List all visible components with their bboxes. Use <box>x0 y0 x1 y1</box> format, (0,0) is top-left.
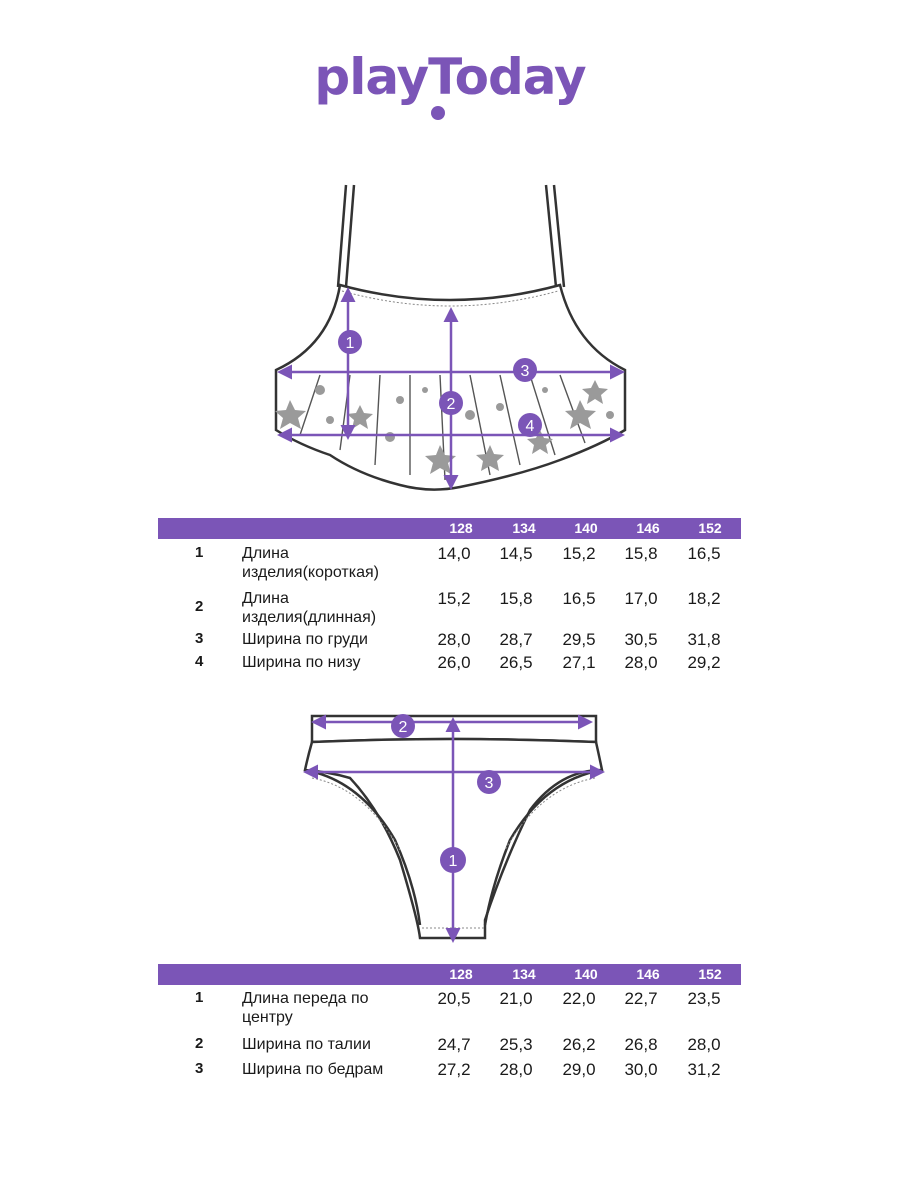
value: 28,0 <box>687 1035 721 1054</box>
value: 17,0 <box>624 589 658 608</box>
value: 14,0 <box>437 544 471 563</box>
size-146: 146 <box>636 966 660 982</box>
row-number: 3 <box>195 630 204 647</box>
row-number: 4 <box>195 653 204 670</box>
value: 18,2 <box>687 589 721 608</box>
svg-text:3: 3 <box>521 363 530 380</box>
value: 25,3 <box>499 1035 533 1054</box>
value: 28,0 <box>499 1060 533 1079</box>
row-number: 1 <box>195 989 204 1006</box>
row-label: Ширина по бедрам <box>242 1061 384 1078</box>
size-152: 152 <box>698 520 722 536</box>
value: 26,8 <box>624 1035 658 1054</box>
value: 15,2 <box>562 544 596 563</box>
value: 30,0 <box>624 1060 658 1079</box>
value: 15,2 <box>437 589 471 608</box>
logo-dot <box>431 106 445 120</box>
value: 31,2 <box>687 1060 721 1079</box>
marker-3: 3 <box>477 770 501 794</box>
marker-1: 1 <box>338 330 362 354</box>
value: 16,5 <box>562 589 596 608</box>
value: 29,2 <box>687 653 721 672</box>
value: 24,7 <box>437 1035 471 1054</box>
size-152: 152 <box>698 966 722 982</box>
value: 23,5 <box>687 989 721 1008</box>
svg-text:2: 2 <box>447 396 456 413</box>
svg-text:2: 2 <box>399 719 408 736</box>
value: 15,8 <box>624 544 658 563</box>
row-number: 2 <box>195 1035 204 1052</box>
value: 22,0 <box>562 989 596 1008</box>
svg-text:3: 3 <box>485 775 494 792</box>
row-number: 3 <box>195 1060 204 1077</box>
value: 28,0 <box>437 630 471 649</box>
value: 15,8 <box>499 589 533 608</box>
row-label: Ширина по низу <box>242 654 361 671</box>
value: 21,0 <box>499 989 533 1008</box>
row-number: 1 <box>195 544 204 561</box>
row-label: Длина изделия(короткая) <box>242 545 379 581</box>
size-146: 146 <box>636 520 660 536</box>
size-128: 128 <box>449 520 473 536</box>
row-label: Ширина по талии <box>242 1036 371 1053</box>
svg-text:1: 1 <box>449 853 458 870</box>
brand-logo: playToday <box>314 48 586 106</box>
size-134: 134 <box>512 520 536 536</box>
row-label: Длина переда по центру <box>242 990 369 1026</box>
marker-4: 4 <box>518 413 542 437</box>
size-134: 134 <box>512 966 536 982</box>
value: 28,0 <box>624 653 658 672</box>
value: 20,5 <box>437 989 471 1008</box>
row-label: Длина изделия(длинная) <box>242 590 377 626</box>
top-garment-drawing: 1 2 3 4 <box>274 184 627 491</box>
value: 29,0 <box>562 1060 596 1079</box>
row-label: Ширина по груди <box>242 631 368 648</box>
value: 26,5 <box>499 653 533 672</box>
size-140: 140 <box>574 520 598 536</box>
marker-2: 2 <box>391 714 415 738</box>
value: 27,2 <box>437 1060 471 1079</box>
size-128: 128 <box>449 966 473 982</box>
value: 26,2 <box>562 1035 596 1054</box>
marker-1: 1 <box>440 847 466 873</box>
bottom-garment-drawing: 1 2 3 <box>303 714 605 943</box>
size-140: 140 <box>574 966 598 982</box>
value: 22,7 <box>624 989 658 1008</box>
svg-text:4: 4 <box>526 418 535 435</box>
marker-3: 3 <box>513 358 537 382</box>
bottom-size-table: 128 134 140 146 152 1 Длина переда по це… <box>158 964 741 1079</box>
table-header: 128 134 140 146 152 <box>158 518 741 539</box>
marker-2: 2 <box>439 391 463 415</box>
value: 27,1 <box>562 653 596 672</box>
value: 28,7 <box>499 630 533 649</box>
value: 16,5 <box>687 544 721 563</box>
top-size-table: 128 134 140 146 152 1 Длина изделия(коро… <box>158 518 741 672</box>
value: 30,5 <box>624 630 658 649</box>
value: 26,0 <box>437 653 471 672</box>
row-number: 2 <box>195 598 204 615</box>
value: 29,5 <box>562 630 596 649</box>
value: 31,8 <box>687 630 721 649</box>
svg-text:1: 1 <box>346 335 355 352</box>
value: 14,5 <box>499 544 533 563</box>
table-header: 128 134 140 146 152 <box>158 964 741 985</box>
